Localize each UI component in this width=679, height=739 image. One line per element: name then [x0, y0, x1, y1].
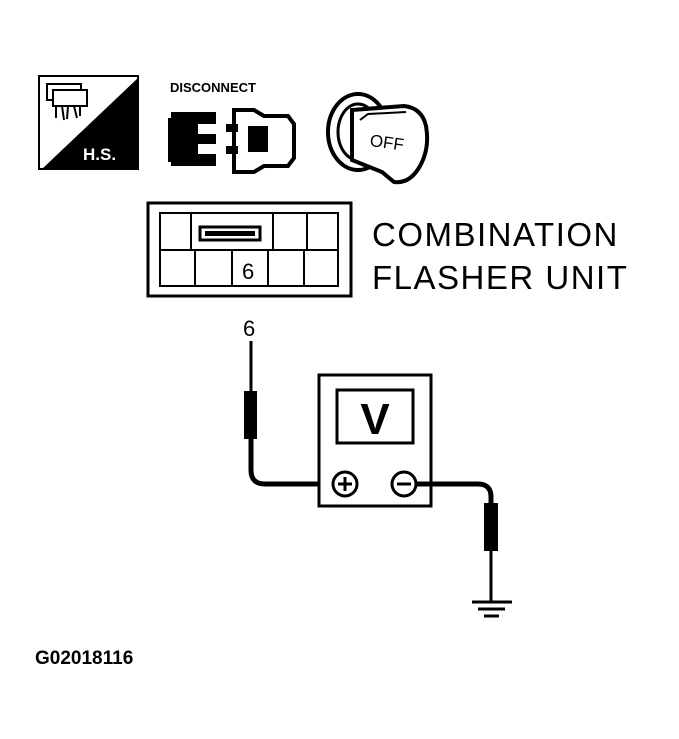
harness-connector-icon: H.S. — [38, 75, 139, 170]
negative-test-lead — [416, 481, 498, 601]
connector-terminal-label: 6 — [242, 259, 254, 284]
voltmeter: V — [317, 373, 433, 508]
disconnect-connector-icon: DISCONNECT — [168, 80, 296, 174]
disconnect-label: DISCONNECT — [170, 80, 256, 95]
connector-face: 6 — [146, 201, 353, 298]
connector-title-line1: COMBINATION — [372, 216, 619, 253]
ignition-key-off-icon: OFF — [326, 92, 430, 185]
connector-title-line2: FLASHER UNIT — [372, 259, 628, 296]
positive-test-lead — [244, 341, 334, 487]
ground-icon — [472, 600, 512, 618]
voltmeter-symbol: V — [360, 395, 390, 444]
hs-label: H.S. — [83, 145, 116, 164]
figure-code: G02018116 — [35, 648, 133, 669]
off-label: OFF — [369, 131, 405, 155]
probe-terminal-label: 6 — [243, 316, 255, 341]
